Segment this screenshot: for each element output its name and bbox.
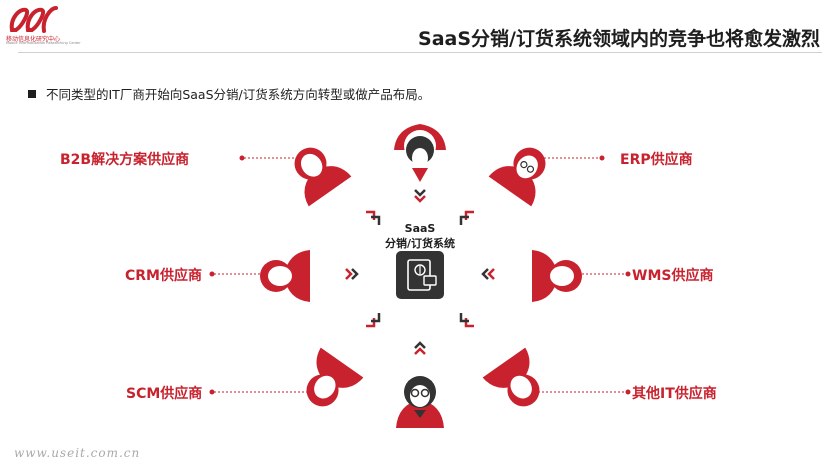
person-other-icon bbox=[482, 347, 540, 407]
vendor-label-scm: SCM供应商 bbox=[126, 386, 203, 402]
vendor-label-erp: ERP供应商 bbox=[620, 152, 693, 168]
center-title: SaaS 分销/订货系统 bbox=[372, 221, 468, 251]
person-crm-icon bbox=[260, 250, 310, 302]
page-title: SaaS分销/订货系统领域内的竞争也将愈发激烈 bbox=[418, 28, 820, 50]
vendor-label-crm: CRM供应商 bbox=[125, 268, 202, 284]
arrow-top bbox=[414, 189, 426, 203]
person-b2b-icon bbox=[294, 147, 352, 207]
logo bbox=[6, 4, 70, 46]
person-bottom-icon bbox=[396, 376, 444, 428]
center-title-line1: SaaS bbox=[404, 222, 436, 235]
watermark: www.useit.com.cn bbox=[14, 446, 141, 460]
arrow-bottom-left bbox=[366, 313, 381, 328]
bullet-text: 不同类型的IT厂商开始向SaaS分销/订货系统方向转型或做产品布局。 bbox=[46, 87, 431, 102]
arrow-right bbox=[481, 268, 495, 280]
title-divider bbox=[18, 52, 822, 53]
vendor-label-wms: WMS供应商 bbox=[632, 268, 714, 284]
arrow-top-right bbox=[459, 210, 474, 225]
person-wms-icon bbox=[532, 250, 582, 302]
vendor-label-b2b: B2B解决方案供应商 bbox=[60, 152, 190, 168]
tablet-dollar-icon bbox=[396, 251, 444, 299]
logo-name: 移动信息化研究中心 bbox=[6, 36, 61, 43]
arrow-bottom bbox=[414, 341, 426, 355]
arrow-bottom-right bbox=[459, 313, 474, 328]
bullet-square-icon bbox=[28, 90, 36, 98]
bullet-point: 不同类型的IT厂商开始向SaaS分销/订货系统方向转型或做产品布局。 bbox=[28, 84, 430, 103]
arrow-top-left bbox=[366, 210, 381, 225]
person-scm-icon bbox=[306, 347, 364, 407]
person-top-icon bbox=[394, 124, 446, 182]
arrow-left bbox=[345, 268, 359, 280]
person-erp-icon bbox=[488, 147, 546, 207]
center-title-line2: 分销/订货系统 bbox=[384, 237, 456, 250]
logo-mark-icon bbox=[9, 6, 58, 33]
vendor-label-other: 其他IT供应商 bbox=[632, 386, 717, 402]
logo-subtitle: Mobile Informatization Researching Cente… bbox=[6, 41, 81, 45]
